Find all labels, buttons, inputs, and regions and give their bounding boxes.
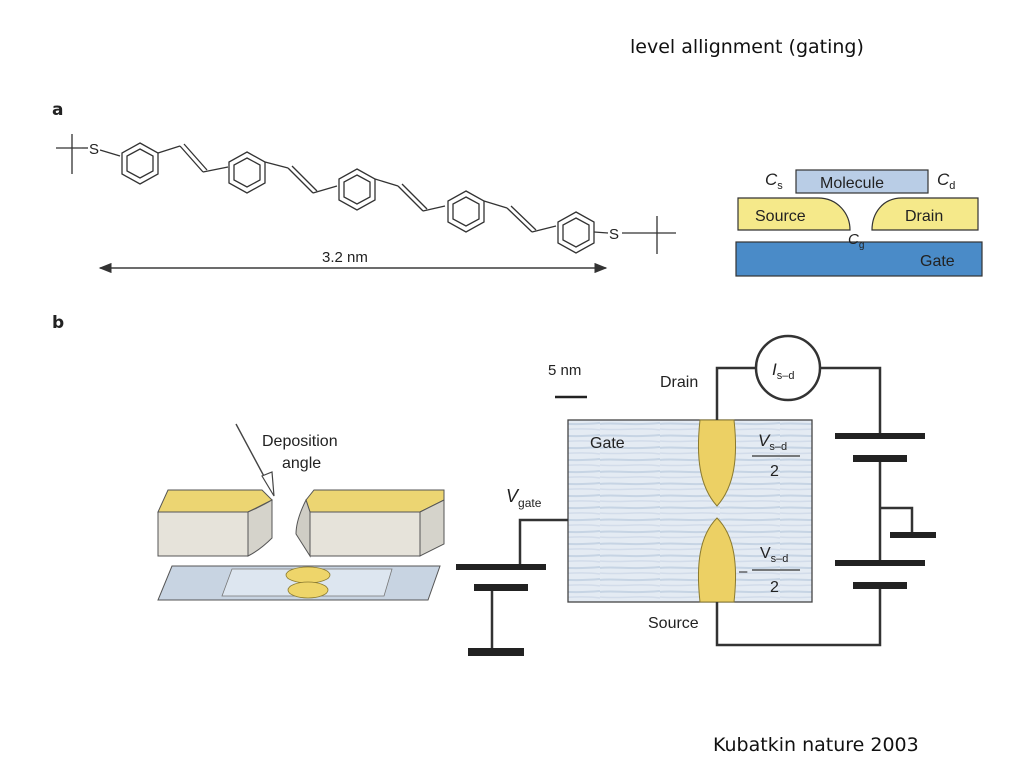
panel-b-label: b [52, 313, 65, 333]
deposition-device [157, 423, 445, 601]
slide-title: level allignment (gating) [630, 36, 864, 58]
molecule-label: Molecule [820, 175, 884, 192]
tert-butyl-right [646, 216, 676, 254]
drain-label-b: Drain [660, 374, 698, 391]
gate-region [567, 419, 813, 603]
source-label-b: Source [648, 615, 699, 632]
vgate-label: Vgate [506, 486, 542, 510]
sulfur-label-right: S [609, 226, 619, 243]
sulfur-label-left: S [89, 141, 99, 158]
source-tip [698, 517, 736, 603]
cap-gate-label: Cg [848, 231, 864, 251]
phenyl-ring-5 [557, 211, 595, 254]
minus-sign: – [739, 563, 748, 580]
vsd-half-bottom-denominator: 2 [770, 579, 779, 596]
left-block-curve [247, 499, 273, 557]
molecule-structure [56, 134, 676, 254]
deposition-label-line1: Deposition [262, 433, 338, 450]
phenyl-ring-4 [447, 190, 485, 233]
drain-label-a: Drain [905, 208, 943, 225]
phenyl-ring-2 [228, 151, 266, 194]
bias-battery [835, 433, 925, 589]
phenyl-ring-1 [121, 142, 159, 185]
tert-butyl-left [56, 134, 82, 174]
panel-a-label: a [52, 100, 64, 120]
citation: Kubatkin nature 2003 [713, 734, 919, 756]
deposition-arrow-head [261, 471, 275, 497]
right-block-end [419, 499, 445, 557]
right-block-side [309, 511, 421, 557]
vsd-half-bottom-numerator: Vs–d [760, 545, 788, 565]
gate-label-a: Gate [920, 253, 955, 270]
drain-tip [698, 419, 736, 507]
scale-label: 5 nm [548, 362, 581, 379]
drain-electrode [871, 197, 979, 231]
gate-battery [456, 564, 546, 656]
source-electrode [737, 197, 851, 231]
deposition-arrow-shaft [235, 423, 267, 481]
right-block-top [305, 489, 445, 513]
gate-electrode [735, 241, 983, 277]
right-block-curve [295, 498, 311, 558]
gate-label-b: Gate [590, 435, 625, 452]
deposited-gold-top [285, 566, 331, 584]
length-label: 3.2 nm [322, 249, 368, 266]
vsd-half-top-denominator: 2 [770, 463, 779, 480]
ammeter [754, 334, 822, 402]
ground-symbol [890, 532, 936, 538]
cap-drain-label: Cd [937, 170, 955, 192]
deposited-gold-bottom [287, 581, 329, 599]
molecule-bar [795, 169, 929, 194]
phenyl-ring-3 [338, 168, 376, 211]
ammeter-label: Is–d [772, 360, 794, 382]
junction-schematic [735, 169, 983, 277]
cap-source-label: Cs [765, 170, 783, 192]
source-label-a: Source [755, 208, 806, 225]
vsd-half-top-numerator: Vs–d [758, 431, 787, 453]
circuit-wires [490, 366, 914, 650]
left-block-side [157, 511, 249, 557]
deposition-label-line2: angle [282, 455, 321, 472]
